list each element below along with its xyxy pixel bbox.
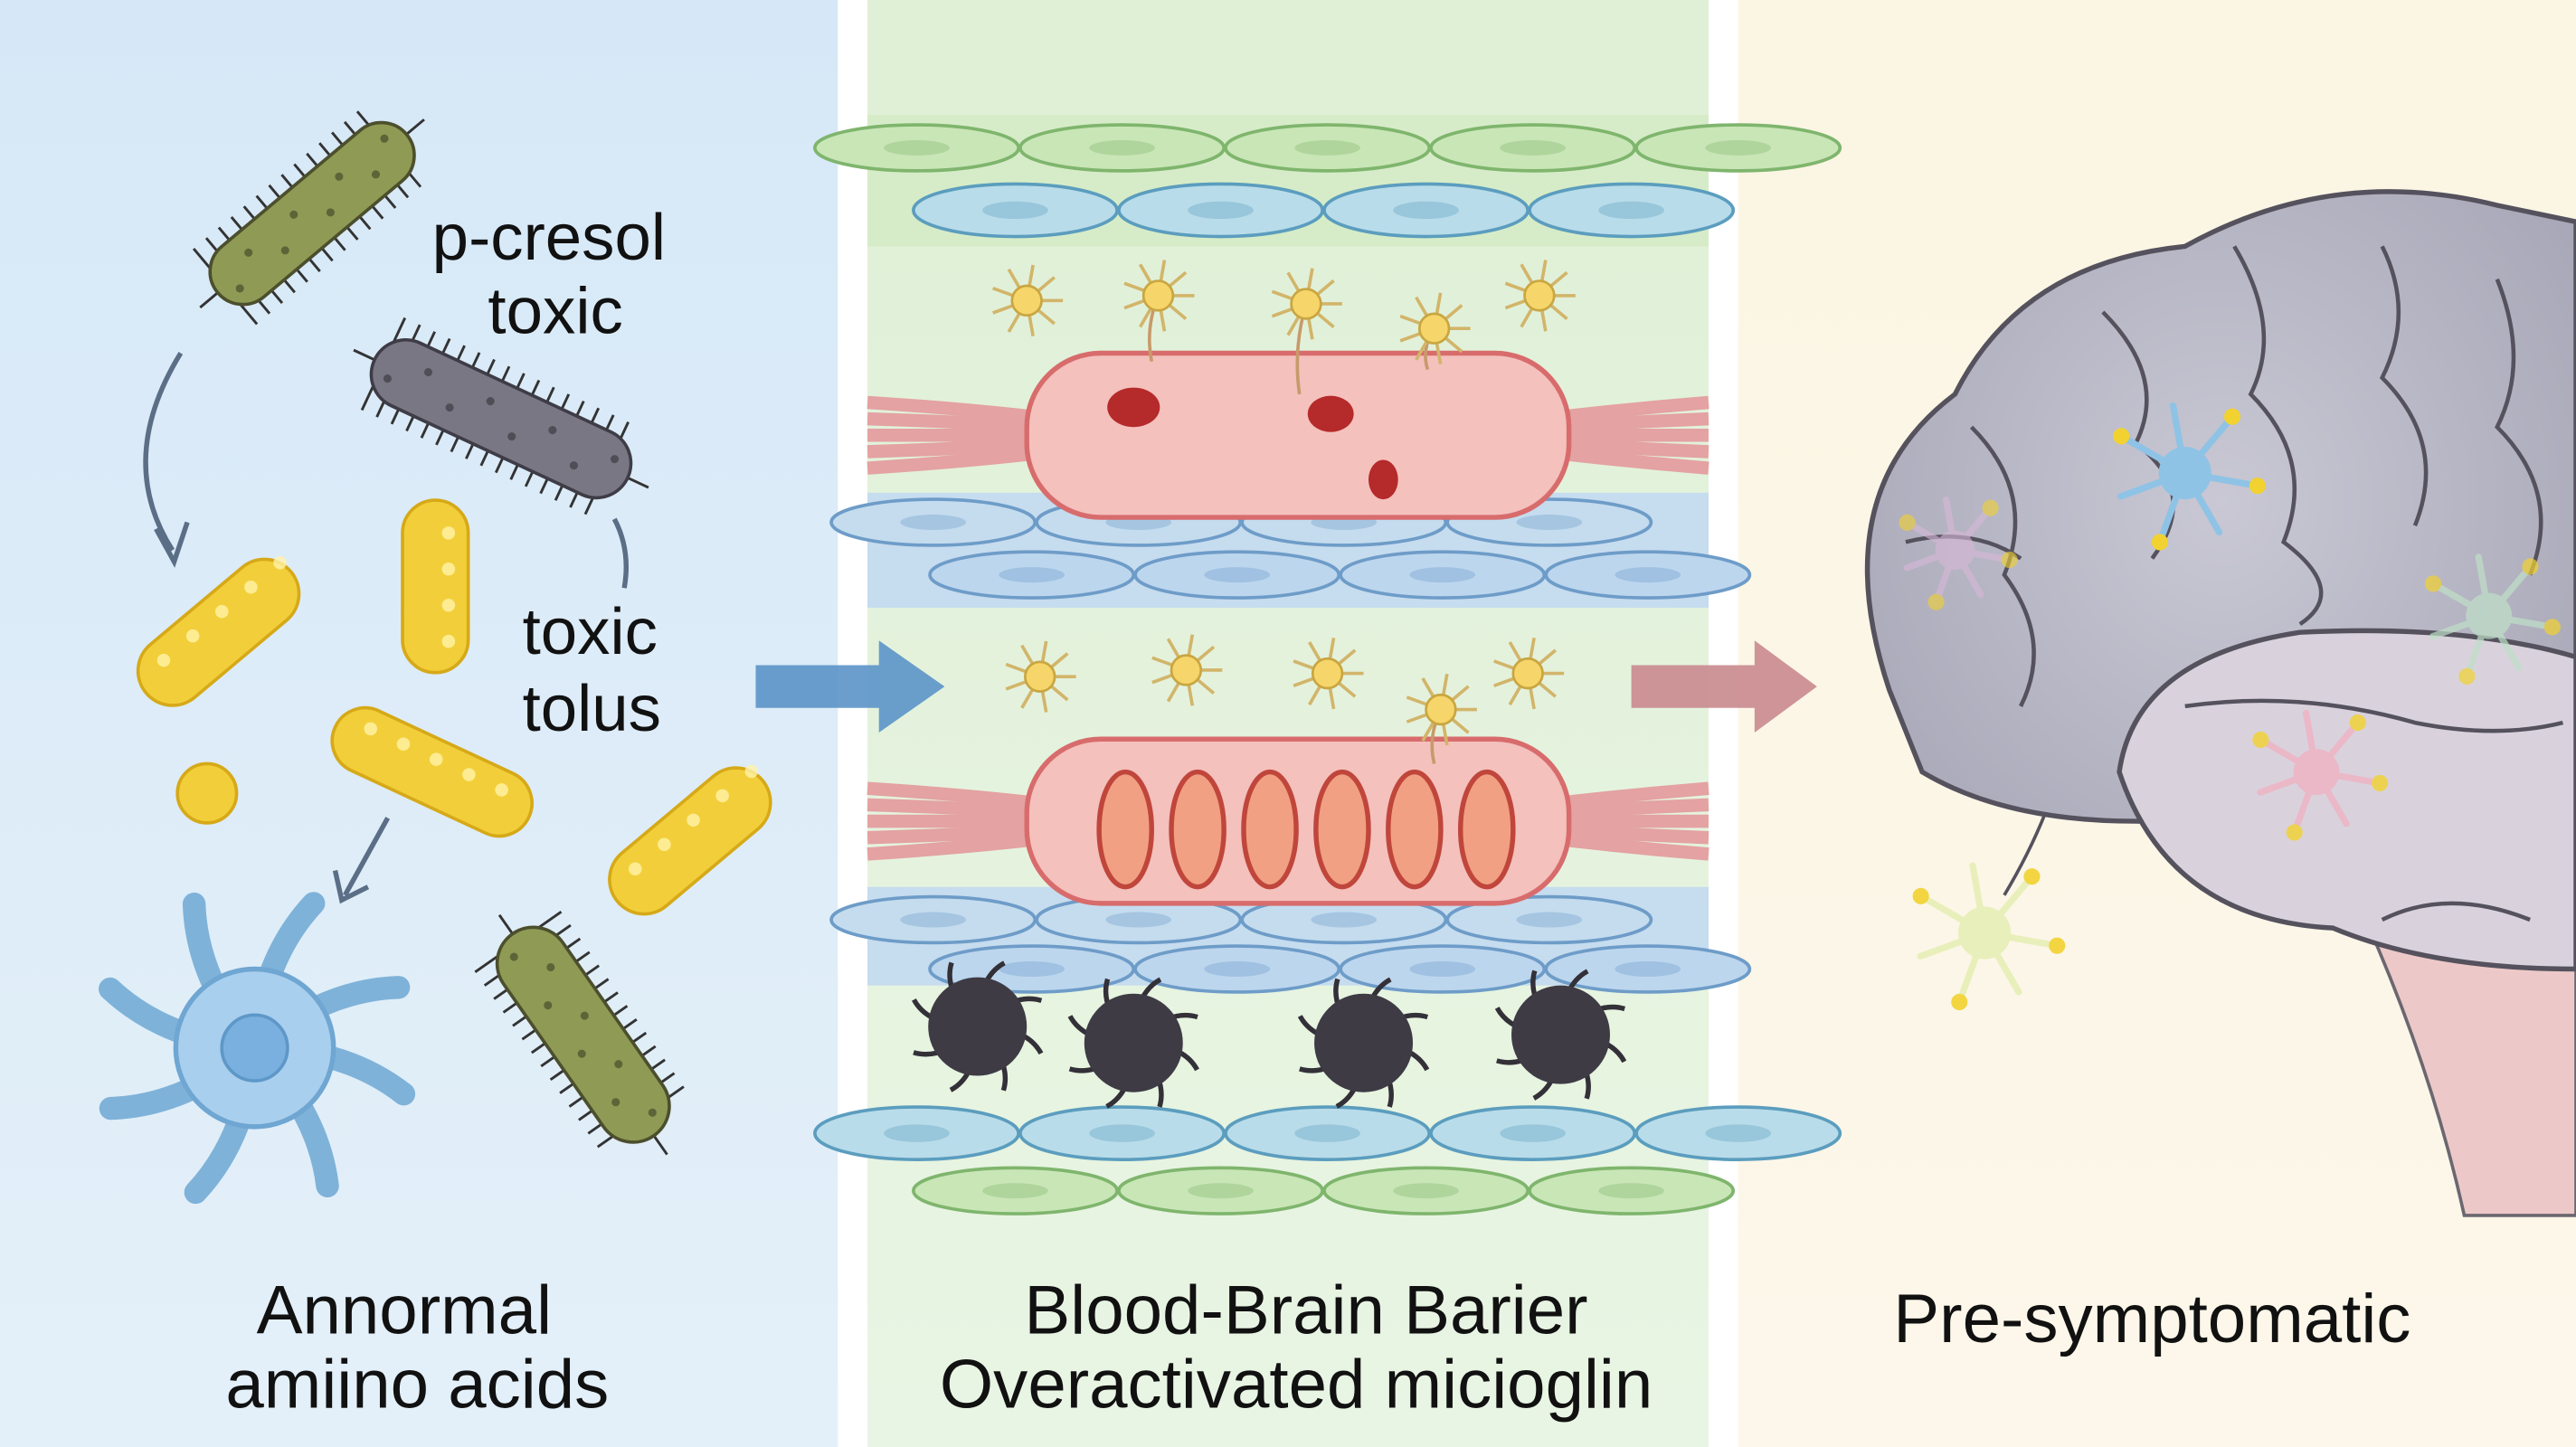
neuron-icon bbox=[2113, 402, 2266, 551]
label-toxic-2: toxic bbox=[523, 595, 658, 668]
neuron-icon bbox=[1899, 496, 2018, 610]
astrocyte-icon bbox=[1005, 640, 1076, 713]
label-tolus: tolus bbox=[523, 672, 661, 745]
glial-cell-icon bbox=[99, 892, 416, 1205]
panel-gut-background bbox=[0, 0, 838, 1447]
arrow-bbb-to-brain bbox=[1631, 640, 1817, 733]
temporal-lobe bbox=[2117, 628, 2576, 972]
blood-brain-barrier-layers bbox=[813, 115, 1842, 1215]
arrow-gut-to-bbb bbox=[755, 640, 945, 733]
activated-microglia-icon bbox=[1067, 977, 1199, 1109]
activated-microglia-icon bbox=[1494, 969, 1627, 1101]
neuron-icon bbox=[2424, 553, 2561, 686]
neuron-icon bbox=[1912, 862, 2066, 1011]
gut-bacteria-group bbox=[136, 110, 772, 1156]
caption-brain: Pre-symptomatic bbox=[1893, 1281, 2410, 1357]
bacterium-olive-2 bbox=[474, 910, 685, 1156]
caption-bbb-line1: Blood-Brain Barier bbox=[1024, 1272, 1587, 1349]
label-p-cresol: p-cresol bbox=[432, 201, 666, 274]
caption-bbb-line2: Overactivated micioglin bbox=[940, 1346, 1653, 1423]
astrocyte-icon bbox=[1271, 268, 1342, 395]
yellow-chain-2 bbox=[401, 498, 470, 675]
yellow-chain-4 bbox=[608, 764, 772, 916]
curved-arrow-icon bbox=[143, 352, 184, 552]
yellow-chain-1 bbox=[136, 555, 301, 707]
connector-line bbox=[611, 517, 629, 589]
yellow-chain-3 bbox=[330, 705, 534, 838]
astrocyte-icon bbox=[1406, 673, 1477, 764]
nerve-line bbox=[2003, 812, 2048, 896]
astrocyte-icon bbox=[1151, 634, 1223, 706]
caption-gut-line1: Annormal bbox=[257, 1272, 552, 1349]
astrocyte-icon bbox=[1493, 637, 1565, 710]
bacterium-olive-1 bbox=[192, 110, 425, 326]
caption-gut-line2: amiino acids bbox=[225, 1346, 609, 1423]
arrowhead-icon bbox=[154, 521, 190, 568]
bacterium-gray bbox=[353, 317, 649, 515]
astrocyte-icon bbox=[1504, 260, 1576, 332]
label-toxic-1: toxic bbox=[488, 275, 622, 348]
blood-vessel bbox=[867, 736, 1709, 906]
neurons-group bbox=[1899, 402, 2561, 1011]
astrocyte-icon bbox=[1123, 260, 1195, 362]
blood-vessel bbox=[867, 350, 1709, 520]
activated-microglia-icon bbox=[912, 960, 1044, 1092]
neuron-icon bbox=[2252, 709, 2389, 841]
activated-microglia-icon bbox=[1297, 977, 1430, 1109]
down-arrow-icon bbox=[332, 817, 391, 904]
astrocyte-icon bbox=[992, 264, 1064, 337]
astrocyte-icon bbox=[1293, 637, 1364, 710]
yellow-coccus bbox=[175, 761, 239, 825]
astrocyte-icon bbox=[1399, 292, 1471, 371]
brain-illustration bbox=[1864, 189, 2576, 1217]
